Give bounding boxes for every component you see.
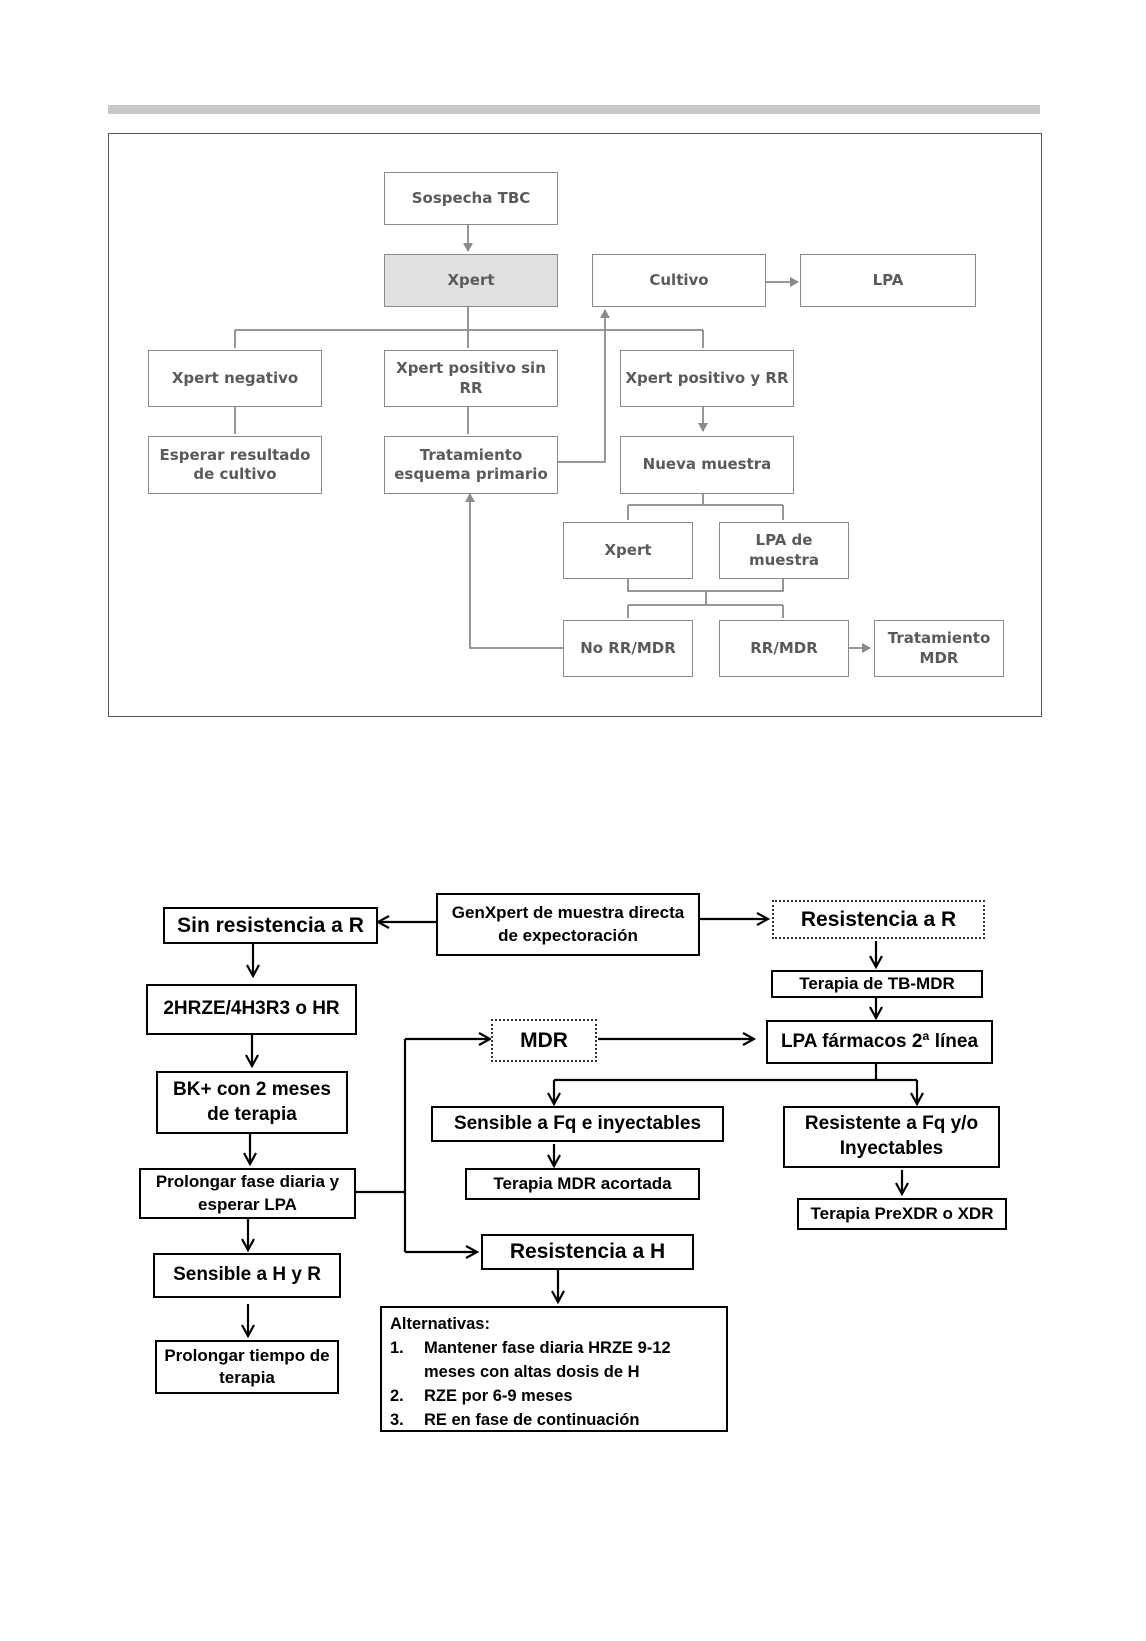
sensible-fq-box: Sensible a Fq e inyectables	[431, 1106, 724, 1142]
resistencia-h-box: Resistencia a H	[481, 1234, 694, 1270]
rr-mdr-box: RR/MDR	[719, 620, 849, 677]
terapia-mdr-acortada-box: Terapia MDR acortada	[465, 1168, 700, 1200]
nueva-muestra-box: Nueva muestra	[620, 436, 794, 494]
cultivo-box: Cultivo	[592, 254, 766, 307]
item-text: RE en fase de continuación	[424, 1411, 640, 1429]
alternativa-item: 3. RE en fase de continuación	[390, 1408, 718, 1432]
esquema-2hrze-box: 2HRZE/4H3R3 o HR	[146, 984, 357, 1035]
genxpert-box: GenXpert de muestra directa de expectora…	[436, 893, 700, 956]
tratamiento-mdr-box: Tratamiento MDR	[874, 620, 1004, 677]
esperar-cultivo-box: Esperar resultado de cultivo	[148, 436, 322, 494]
tratamiento-primario-box: Tratamiento esquema primario	[384, 436, 558, 494]
resistencia-r-box: Resistencia a R	[772, 900, 985, 939]
item-text: RZE por 6-9 meses	[424, 1387, 573, 1405]
sin-resistencia-r-box: Sin resistencia a R	[163, 907, 378, 944]
lpa-farmacos-box: LPA fármacos 2ª línea	[766, 1020, 993, 1064]
item-number: 3.	[390, 1411, 404, 1429]
alternativas-list: 1. Mantener fase diaria HRZE 9-12 meses …	[390, 1336, 718, 1432]
sensible-hr-box: Sensible a H y R	[153, 1253, 341, 1298]
alternativas-title: Alternativas:	[390, 1315, 490, 1333]
item-number: 2.	[390, 1387, 404, 1405]
terapia-prexdr-box: Terapia PreXDR o XDR	[797, 1198, 1007, 1230]
xpert-secondary-box: Xpert	[563, 522, 693, 579]
no-rr-mdr-box: No RR/MDR	[563, 620, 693, 677]
bk-positivo-box: BK+ con 2 meses de terapia	[156, 1071, 348, 1134]
alternativa-item: 1. Mantener fase diaria HRZE 9-12 meses …	[390, 1336, 718, 1384]
lpa-muestra-box: LPA de muestra	[719, 522, 849, 579]
xpert-box: Xpert	[384, 254, 558, 307]
xpert-positivo-rr-box: Xpert positivo y RR	[620, 350, 794, 407]
alternativa-item: 2. RZE por 6-9 meses	[390, 1384, 718, 1408]
top-divider-bar	[108, 105, 1040, 114]
xpert-negativo-box: Xpert negativo	[148, 350, 322, 407]
alternativas-box: Alternativas: 1. Mantener fase diaria HR…	[380, 1306, 728, 1432]
prolongar-tiempo-box: Prolongar tiempo de terapia	[155, 1340, 339, 1394]
item-text: Mantener fase diaria HRZE 9-12 meses con…	[424, 1339, 671, 1381]
terapia-tbmdr-box: Terapia de TB-MDR	[771, 970, 983, 998]
sospecha-tbc-box: Sospecha TBC	[384, 172, 558, 225]
prolongar-fase-box: Prolongar fase diaria y esperar LPA	[139, 1168, 356, 1219]
item-number: 1.	[390, 1339, 404, 1357]
lpa-box: LPA	[800, 254, 976, 307]
resistente-fq-box: Resistente a Fq y/o Inyectables	[783, 1106, 1000, 1168]
flowchart-panel-xpert	[108, 133, 1042, 717]
xpert-positivo-sin-rr-box: Xpert positivo sin RR	[384, 350, 558, 407]
mdr-box: MDR	[491, 1019, 597, 1062]
